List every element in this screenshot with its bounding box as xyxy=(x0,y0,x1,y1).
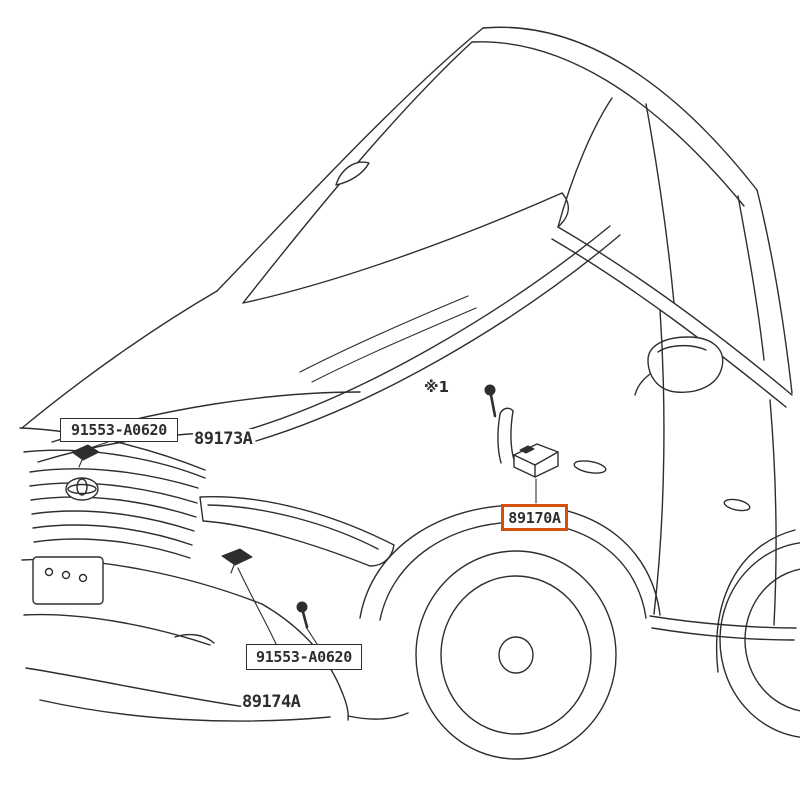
reference-note-mark: ※1 xyxy=(424,378,450,396)
door-handle-icon xyxy=(573,460,607,474)
license-plate-icon xyxy=(32,556,104,605)
leader-line xyxy=(305,626,318,645)
part-number-text: 91553-A0620 xyxy=(70,421,168,439)
part-number-text: 91553-A0620 xyxy=(255,648,353,666)
car-wheels xyxy=(359,504,800,760)
mounting-bolt-icon xyxy=(296,601,309,629)
callout-code-89174A[interactable]: 89174A xyxy=(241,692,302,712)
lower-airbag-sensor-icon xyxy=(221,548,253,574)
part-number-box-front-sensor[interactable]: 91553-A0620 xyxy=(60,418,178,442)
wiper-blade-icon xyxy=(311,307,477,383)
brand-emblem-icon xyxy=(65,477,99,501)
leader-line xyxy=(89,441,109,449)
car-body-side xyxy=(573,309,797,641)
part-number-box-lower-sensor[interactable]: 91553-A0620 xyxy=(246,644,362,670)
car-greenhouse xyxy=(216,26,793,408)
leader-line xyxy=(237,567,277,645)
highlighted-callout-box-89170A[interactable]: 89170A xyxy=(501,504,568,531)
front-airbag-sensor-icon xyxy=(71,444,100,468)
rear-wheel xyxy=(719,542,800,738)
mounting-bolt-icon xyxy=(484,384,497,418)
wiper-blade-icon xyxy=(299,295,469,373)
front-wheel xyxy=(415,550,617,760)
side-mirror-icon xyxy=(647,336,724,393)
antenna-fin-icon xyxy=(335,161,370,186)
callout-code-89173A[interactable]: 89173A xyxy=(193,429,254,449)
car-front-fascia xyxy=(21,449,409,722)
door-handle-icon xyxy=(723,498,751,512)
callout-code-89170A: 89170A xyxy=(508,508,561,527)
callout-parts xyxy=(71,384,559,645)
side-airbag-sensor-icon xyxy=(513,443,559,478)
sensor-bracket-icon xyxy=(497,407,515,464)
grille-slats xyxy=(29,468,199,559)
